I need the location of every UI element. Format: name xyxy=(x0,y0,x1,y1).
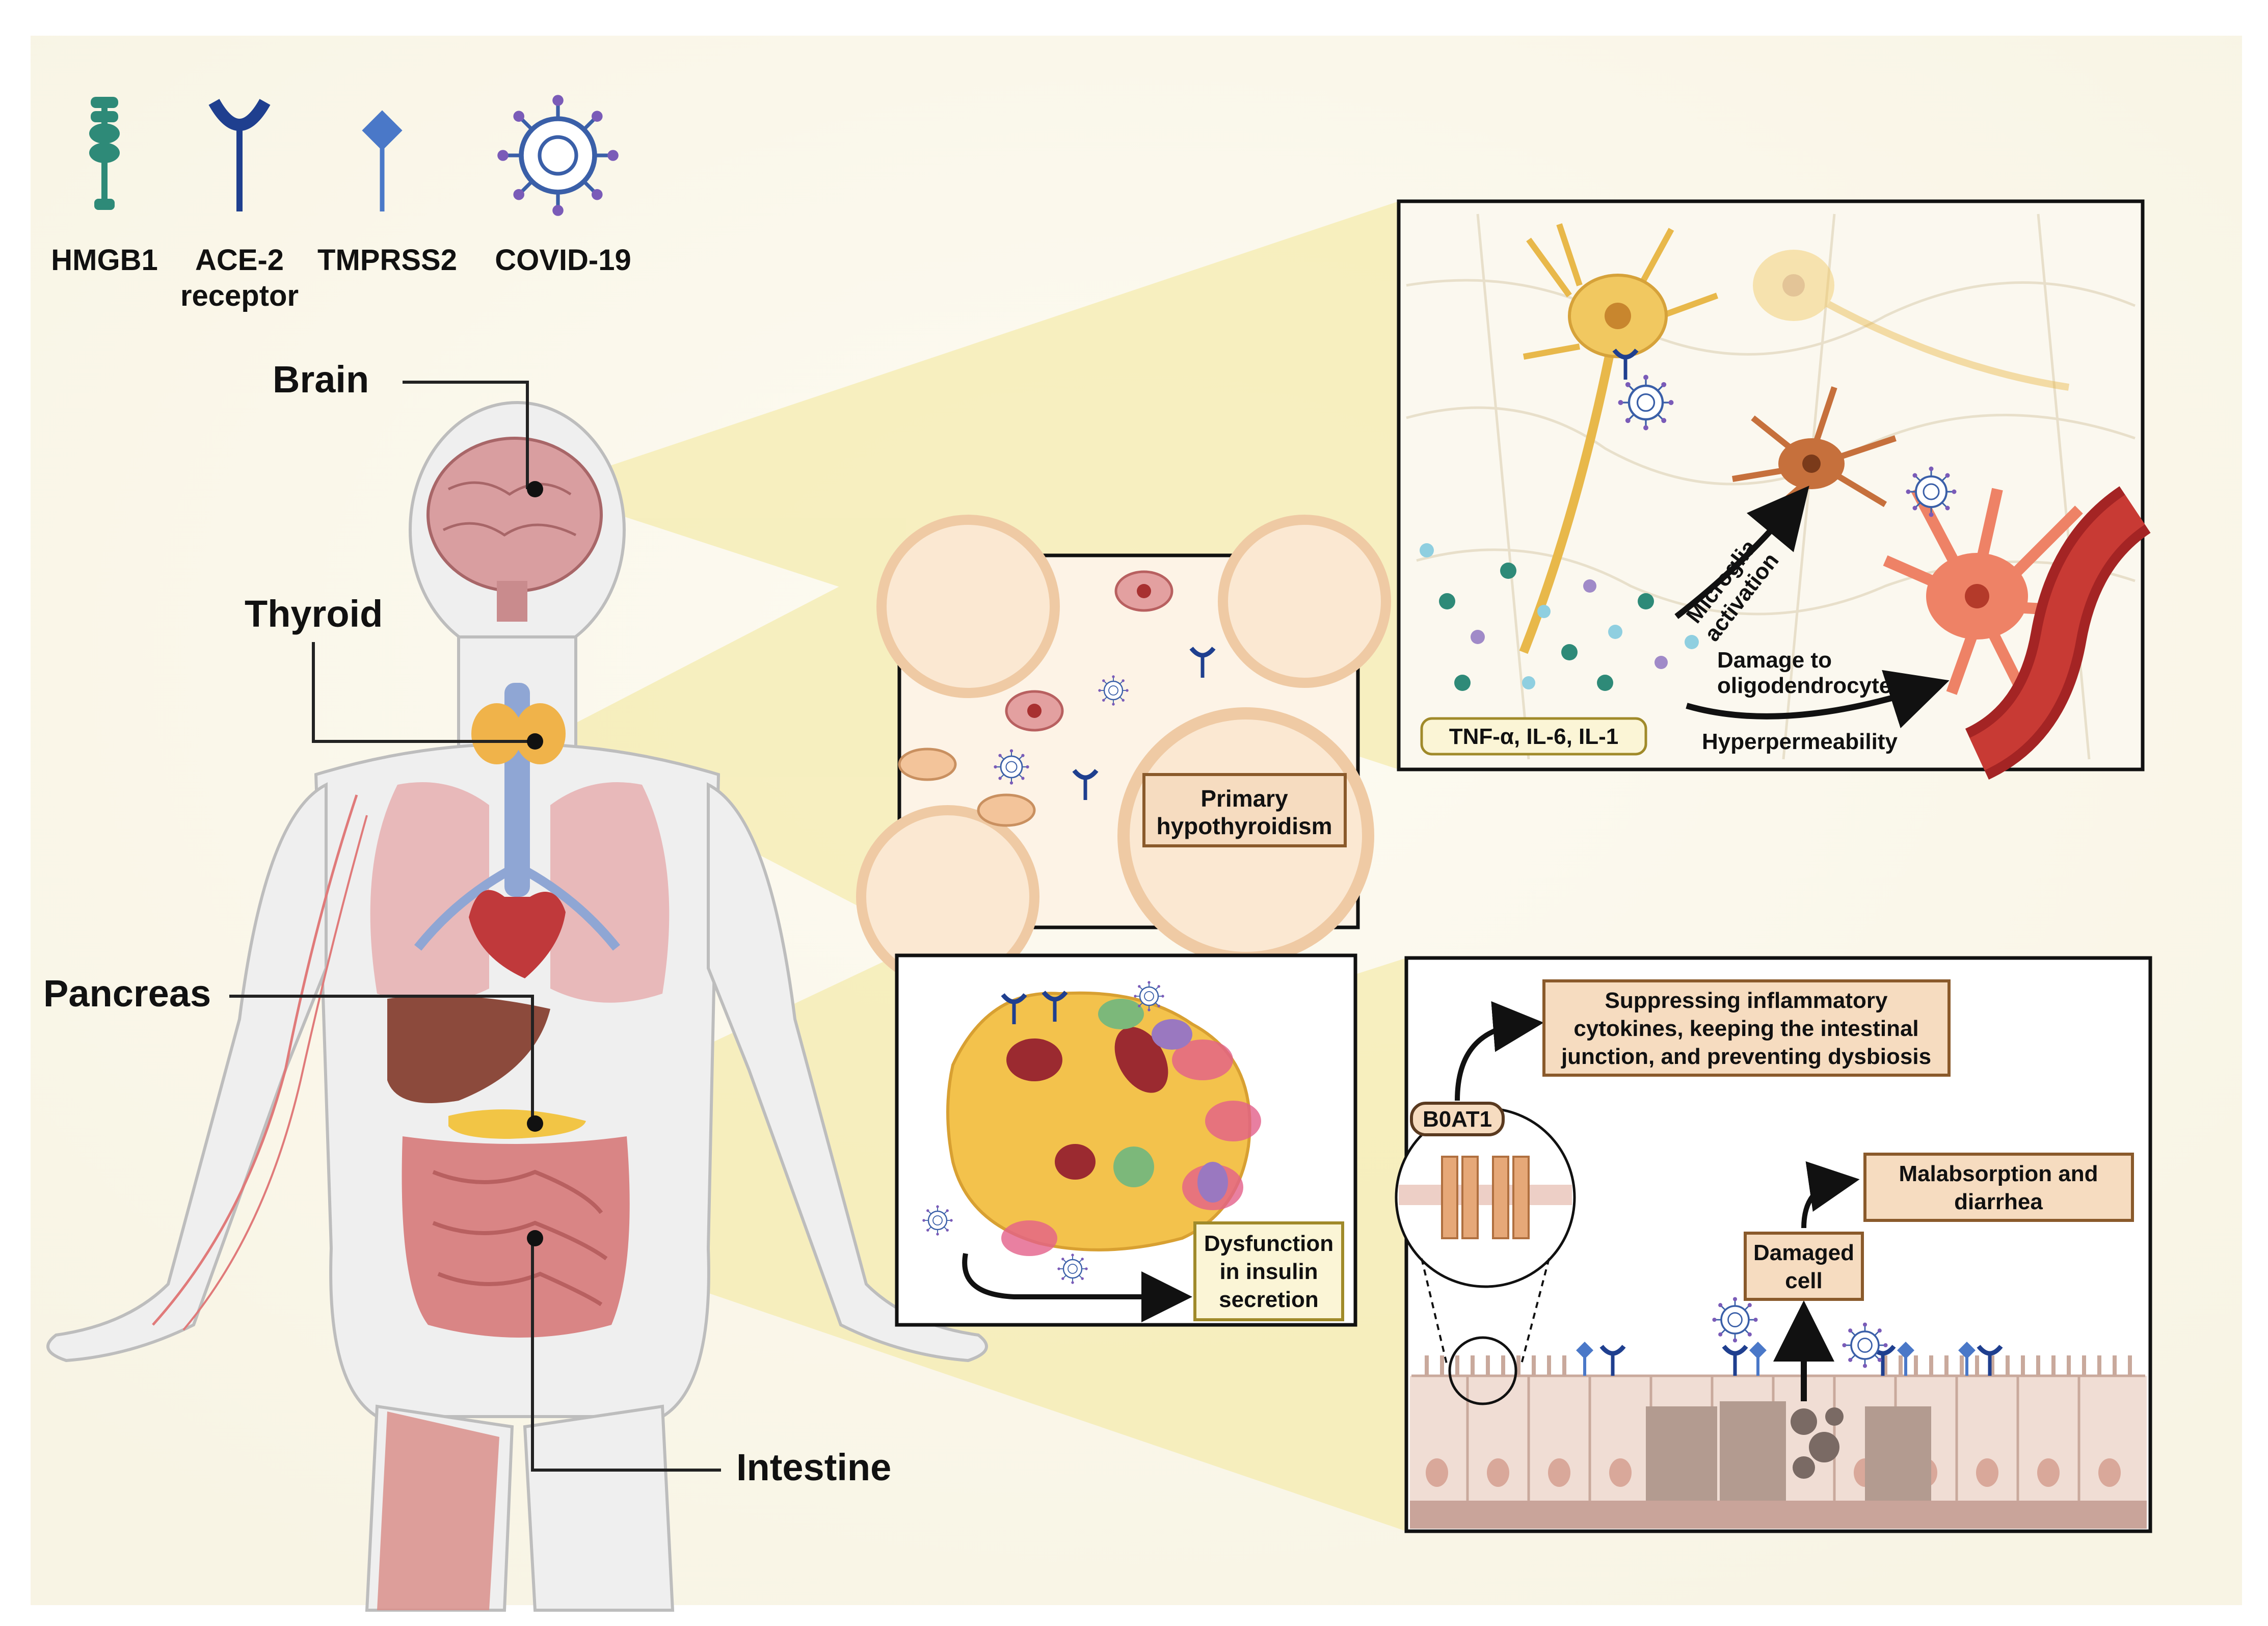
pancreas-virus-icon xyxy=(1133,980,1165,1012)
hmgb1-icon xyxy=(89,97,120,210)
brain-leader-dot xyxy=(527,481,543,497)
b0at1-transporter-1 xyxy=(1441,1156,1479,1239)
pancreas-virus-icon-2 xyxy=(922,1205,953,1236)
ace2-receptor-icon xyxy=(208,99,271,211)
intestine-panel: B0AT1 Suppressing inflammatory cytokines… xyxy=(1395,956,2152,1533)
primary-hypothyroidism-line1: Primary xyxy=(1200,785,1288,812)
neuron-faded xyxy=(1753,250,2070,391)
thyroid-panel: Primary hypothyroidism xyxy=(856,515,1391,989)
lungs-organ xyxy=(370,782,670,1003)
pancreas-organ xyxy=(448,1109,586,1139)
thyroid-leader-dot xyxy=(527,733,543,750)
covid-19-icon xyxy=(497,95,619,216)
brain-leader-line xyxy=(403,381,529,489)
intestine-leader-dot xyxy=(527,1230,543,1246)
damaged-epithelial-cell-3 xyxy=(1865,1406,1931,1501)
cytokines-label-box xyxy=(1420,717,1647,756)
oligodendrocyte-arrow xyxy=(1686,670,1950,729)
thyroid-leader-line xyxy=(312,642,532,743)
thyroid-virus-icon-2 xyxy=(1098,675,1129,706)
primary-hypothyroidism-box xyxy=(1142,773,1347,847)
b0at1-label-box xyxy=(1410,1102,1505,1136)
blood-vessel xyxy=(1964,486,2151,780)
insulin-label-line2: in insulin xyxy=(1219,1259,1318,1284)
primary-hypothyroidism-line2: hypothyroidism xyxy=(1156,813,1332,839)
follicle-2 xyxy=(1218,515,1391,688)
insulin-arrow xyxy=(962,1253,1192,1322)
malabsorption-line1: Malabsorption and xyxy=(1899,1161,2098,1186)
suppress-label-line1: Suppressing inflammatory xyxy=(1605,988,1888,1013)
follicle-1 xyxy=(876,515,1060,698)
intestine-label: Intestine xyxy=(736,1446,891,1488)
brain-panel: Microglia activation Damage to oligodend… xyxy=(1397,199,2151,780)
brain-virus-icon xyxy=(1618,375,1674,431)
intestine-organ xyxy=(402,1136,630,1338)
heart-organ xyxy=(469,890,566,978)
damage-label-line2: oligodendrocyte xyxy=(1717,673,1891,698)
pancreas-leader-dot xyxy=(527,1115,543,1132)
brain-virus-icon-2 xyxy=(1905,465,1958,518)
thyroid-virus-icon xyxy=(993,748,1030,786)
cytokine-particles xyxy=(1420,543,1699,691)
b0at1-transporter-2 xyxy=(1492,1156,1530,1239)
thyroid-organ xyxy=(471,703,566,764)
thyroid-label: Thyroid xyxy=(245,593,383,635)
microglia-arrow xyxy=(1674,486,1809,619)
brain-label: Brain xyxy=(273,358,369,401)
insulin-label-line1: Dysfunction xyxy=(1204,1231,1333,1256)
suppress-label-line2: cytokines, keeping the intestinal xyxy=(1573,1016,1918,1041)
organ-labels: Brain Thyroid Pancreas Intestine xyxy=(43,358,891,1488)
malabsorption-line2: diarrhea xyxy=(1954,1189,2043,1214)
islet-cells xyxy=(1006,999,1228,1203)
islet-of-langerhans xyxy=(946,991,1251,1251)
thyroid-cell-3 xyxy=(898,748,957,781)
damaged-epithelial-cell-2 xyxy=(1720,1401,1786,1501)
microglia-cell xyxy=(1732,386,1897,522)
damaged-epithelial-cell-1 xyxy=(1646,1406,1717,1501)
legend-covid-label: COVID-19 xyxy=(495,244,631,277)
liver-organ xyxy=(387,995,550,1103)
damage-label-line1: Damage to xyxy=(1717,648,1832,673)
intestine-leader-line xyxy=(531,1238,721,1472)
legend-ace2-label-line2: receptor xyxy=(180,279,299,312)
pancreas-virus-icon-3 xyxy=(1057,1253,1088,1285)
pancreas-label: Pancreas xyxy=(43,972,211,1015)
damaged-cell-line2: cell xyxy=(1785,1268,1822,1293)
malabsorption-arrow xyxy=(1801,1161,1860,1229)
brain-organ xyxy=(426,437,603,622)
suppress-label-box xyxy=(1542,979,1951,1077)
thyroid-projection xyxy=(540,555,899,927)
cell-debris xyxy=(1791,1407,1844,1479)
hyperpermeability-label: Hyperpermeability xyxy=(1702,729,1898,754)
cytokines-label: TNF-α, IL-6, IL-1 xyxy=(1449,724,1619,749)
pancreas-panel: Dysfunction in insulin secretion xyxy=(895,953,1357,1327)
suppress-label-line3: junction, and preventing dysbiosis xyxy=(1561,1044,1931,1069)
magnified-region xyxy=(1448,1336,1517,1405)
damaged-cell-box xyxy=(1744,1232,1864,1301)
b0at1-label: B0AT1 xyxy=(1423,1107,1492,1132)
insulin-label-line3: secretion xyxy=(1219,1287,1319,1312)
intestine-virus-icon-2 xyxy=(1841,1321,1889,1369)
legend-ace2-label-line1: ACE-2 xyxy=(195,244,284,277)
legend-tmprss2-label: TMPRSS2 xyxy=(317,244,457,277)
damaged-cell-line1: Damaged xyxy=(1753,1240,1854,1265)
legend-hmgb1-label: HMGB1 xyxy=(51,244,157,277)
legend: HMGB1 ACE-2 receptor TMPRSS2 COVID-19 xyxy=(51,95,631,312)
intestine-virus-icon-1 xyxy=(1711,1296,1759,1344)
insulin-dysfunction-box xyxy=(1193,1221,1344,1321)
malabsorption-box xyxy=(1863,1153,2134,1222)
pancreas-leader-line xyxy=(229,995,534,1124)
thyroid-cell-4 xyxy=(977,793,1036,827)
suppress-arrow xyxy=(1455,1001,1544,1101)
